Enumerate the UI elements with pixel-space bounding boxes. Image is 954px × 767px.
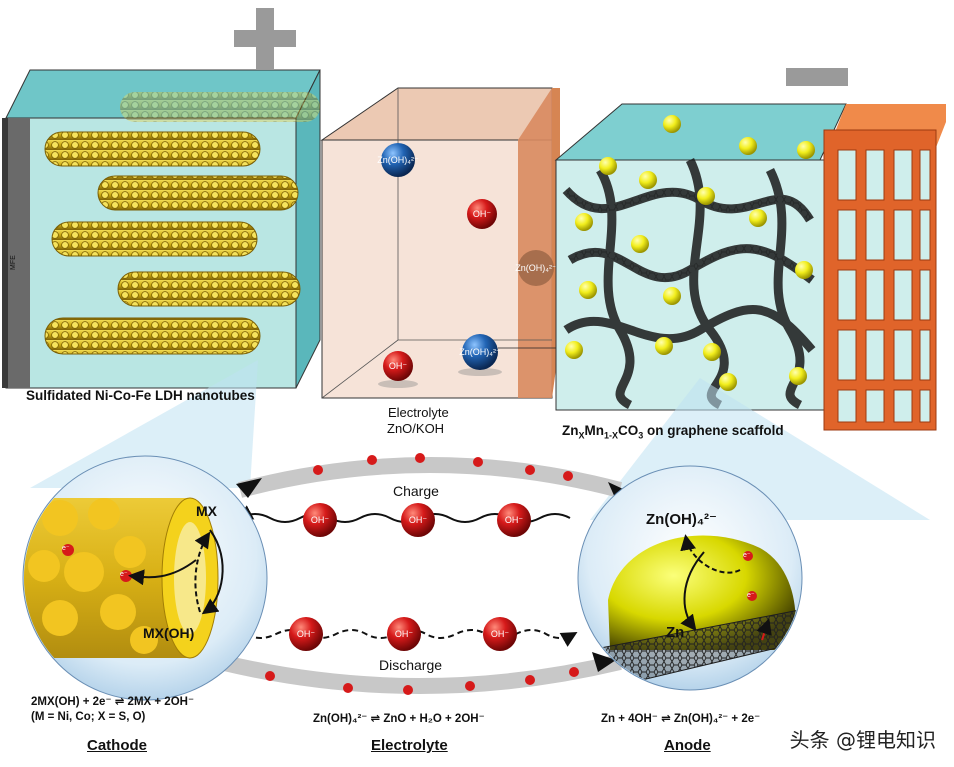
electrolyte-label-line2: ZnO/KOH [387,421,445,436]
cathode-equation: 2MX(OH) + 2e⁻ ⇌ 2MX + 2OH⁻ [31,696,195,708]
electrons [265,453,579,695]
electrolyte-equation: Zn(OH)₄²⁻ ⇌ ZnO + H₂O + 2OH⁻ [313,713,485,725]
anode-electron-label-2: e⁻ [747,592,755,599]
anode-title: Anode [664,737,711,754]
zincate-ion-label: Zn(OH)₄²⁻ [377,155,419,165]
zincate-ion-faded [518,250,554,286]
hydroxide-ion [467,199,497,229]
anode-box [554,103,946,431]
hydroxide-ion-label: OH⁻ [395,629,414,639]
mxoh-label: MX(OH) [143,625,195,641]
discharge-hydroxide-flow: OH⁻ OH⁻ OH⁻ [217,617,578,651]
cathode-material-label: Sulfidated Ni-Co-Fe LDH nanotubes [26,388,255,403]
cathode-equation-note: (M = Ni, Co; X = S, O) [31,711,146,723]
cathode-zoom-cone [30,360,258,488]
hydroxide-ion-label: OH⁻ [389,361,408,371]
mx-label: MX [196,503,217,519]
mfe-label: MFE [10,255,17,270]
anode-zincate-label: Zn(OH)₄²⁻ [646,511,717,528]
current-collector-grid [823,104,946,431]
minus-sign [786,68,848,86]
electrolyte-title: Electrolyte [371,737,448,754]
cathode-electron-label-1: e⁻ [62,545,70,552]
electrolyte-label-line1: Electrolyte [388,405,449,420]
hydroxide-ion-label: OH⁻ [505,515,524,525]
anode-zoom-circle [577,465,803,691]
hydroxide-ion [383,351,413,381]
zincate-ion [462,334,498,370]
electrolyte-box: Zn(OH)₄²⁻ OH⁻ Zn(OH)₄²⁻ OH⁻ Zn(OH)₄²⁻ [320,87,582,399]
anode-zinc-label: Zn [666,624,685,641]
hydroxide-ion-label: OH⁻ [491,629,510,639]
nanotubes [44,92,320,355]
watermark: 头条 @锂电知识 [789,728,936,752]
hydroxide-ion-label: OH⁻ [409,515,428,525]
zincate-ion [381,143,415,177]
charge-hydroxide-flow: OH⁻ OH⁻ OH⁻ [236,503,571,537]
hydroxide-ion-label: OH⁻ [297,629,316,639]
discharge-label: Discharge [379,657,443,673]
anode-material-label: ZnXMn1-XCO3 on graphene scaffold [562,423,784,441]
anode-equation: Zn + 4OH⁻ ⇌ Zn(OH)₄²⁻ + 2e⁻ [601,713,761,725]
cathode-zoom-circle [22,455,268,701]
zincate-ion-label: Zn(OH)₄²⁻ [459,347,501,357]
hydroxide-ion-label: OH⁻ [473,209,492,219]
cathode-box [2,69,321,389]
cathode-title: Cathode [87,737,147,754]
znmnco3-particles [565,115,815,391]
anode-electron-label-1: e⁻ [743,552,751,559]
zincate-ion-faded-label: Zn(OH)₄²⁻ [515,263,557,273]
charge-label: Charge [393,483,439,499]
hydroxide-ion-label: OH⁻ [311,515,330,525]
cathode-electron-label-2: e⁻ [120,571,128,578]
